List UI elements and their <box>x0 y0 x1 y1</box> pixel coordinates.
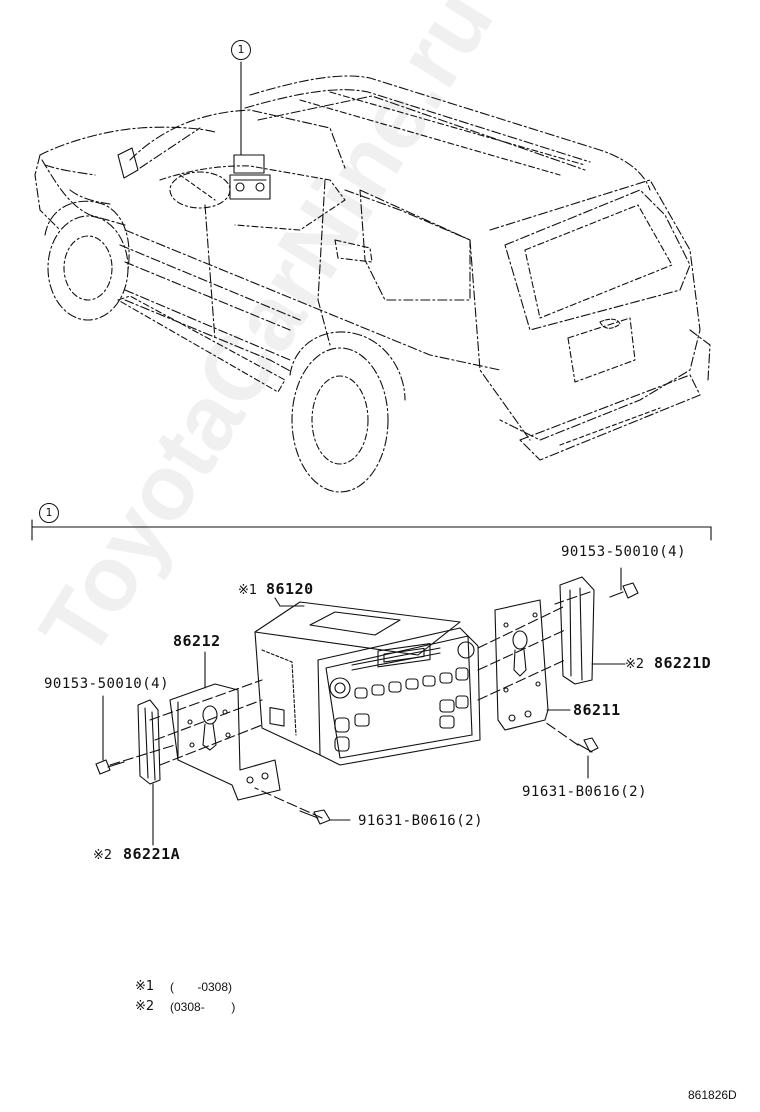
screw-left-drawing <box>95 695 125 775</box>
footnote-1-text: ( -0308) <box>170 980 233 994</box>
part-label-bolt-bottom: 91631-B0616(2) <box>358 813 484 829</box>
part-label-screw-left: 90153-50010(4) <box>44 676 170 692</box>
cover-right-mark: ※2 <box>625 657 645 672</box>
part-label-86120: 86120 <box>266 580 314 598</box>
bolt-bottom-drawing <box>299 809 351 825</box>
cover-left-mark: ※2 <box>93 848 113 863</box>
footnote-2-mark: ※2 <box>135 999 155 1014</box>
head-unit-drawing <box>254 597 481 766</box>
section-bracket <box>31 519 712 541</box>
bolt-right-drawing <box>577 737 599 779</box>
part-label-bolt-right: 91631-B0616(2) <box>522 784 648 800</box>
callout-ref-top: 1 <box>231 40 251 60</box>
part-label-86221A: 86221A <box>123 845 181 863</box>
part-label-86221D: 86221D <box>654 654 712 672</box>
screw-top-right-drawing <box>609 567 639 599</box>
callout-ref-section: 1 <box>39 503 59 523</box>
assembly-lines <box>109 591 591 819</box>
diagram-code: 861826D <box>688 1088 737 1102</box>
part-label-86212: 86212 <box>173 632 221 650</box>
part-label-86211: 86211 <box>573 701 621 719</box>
head-unit-mark: ※1 <box>238 583 258 598</box>
footnote-1-mark: ※1 <box>135 979 155 994</box>
left-bracket-drawing <box>169 651 281 801</box>
right-cover-drawing <box>559 576 626 685</box>
left-cover-drawing <box>137 699 161 846</box>
footnote-2-text: (0308- ) <box>170 1000 236 1014</box>
vehicle-illustration <box>34 61 711 493</box>
right-bracket-drawing <box>494 599 571 731</box>
part-label-screw-top-right: 90153-50010(4) <box>561 544 687 560</box>
